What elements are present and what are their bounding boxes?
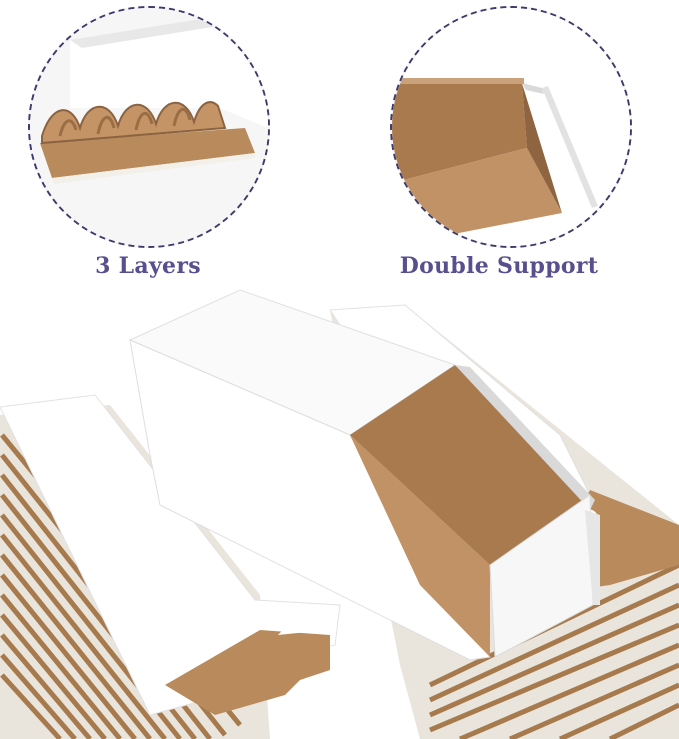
left-tab-notch [278,620,326,635]
left-kraft-panel [165,630,330,715]
feature-caption-layers: 3 Layers [95,253,201,279]
bin-opening-edge [455,365,595,510]
side-wall-thickness [542,86,598,208]
bin-interior-floor [350,435,490,657]
layers-closeup-image [28,6,270,248]
inner-back-wall [392,83,527,183]
top-rim [392,78,524,84]
flute-shadows [58,108,192,137]
assembled-bin-box [128,289,600,661]
corrugated-layers-illustration [30,8,268,246]
bottom-liner [40,128,255,178]
left-flat-stack [0,394,341,739]
box-corner-illustration [392,8,630,246]
side-wall-top-edge [522,83,544,94]
side-wall [522,83,592,213]
product-photo [0,289,679,739]
bin-front-thickness [585,510,600,605]
double-support-closeup-image [390,6,632,248]
bin-interior-back [350,365,590,565]
bottom-liner-white-edge [52,153,255,184]
feature-caption-double-support: Double Support [399,253,599,279]
